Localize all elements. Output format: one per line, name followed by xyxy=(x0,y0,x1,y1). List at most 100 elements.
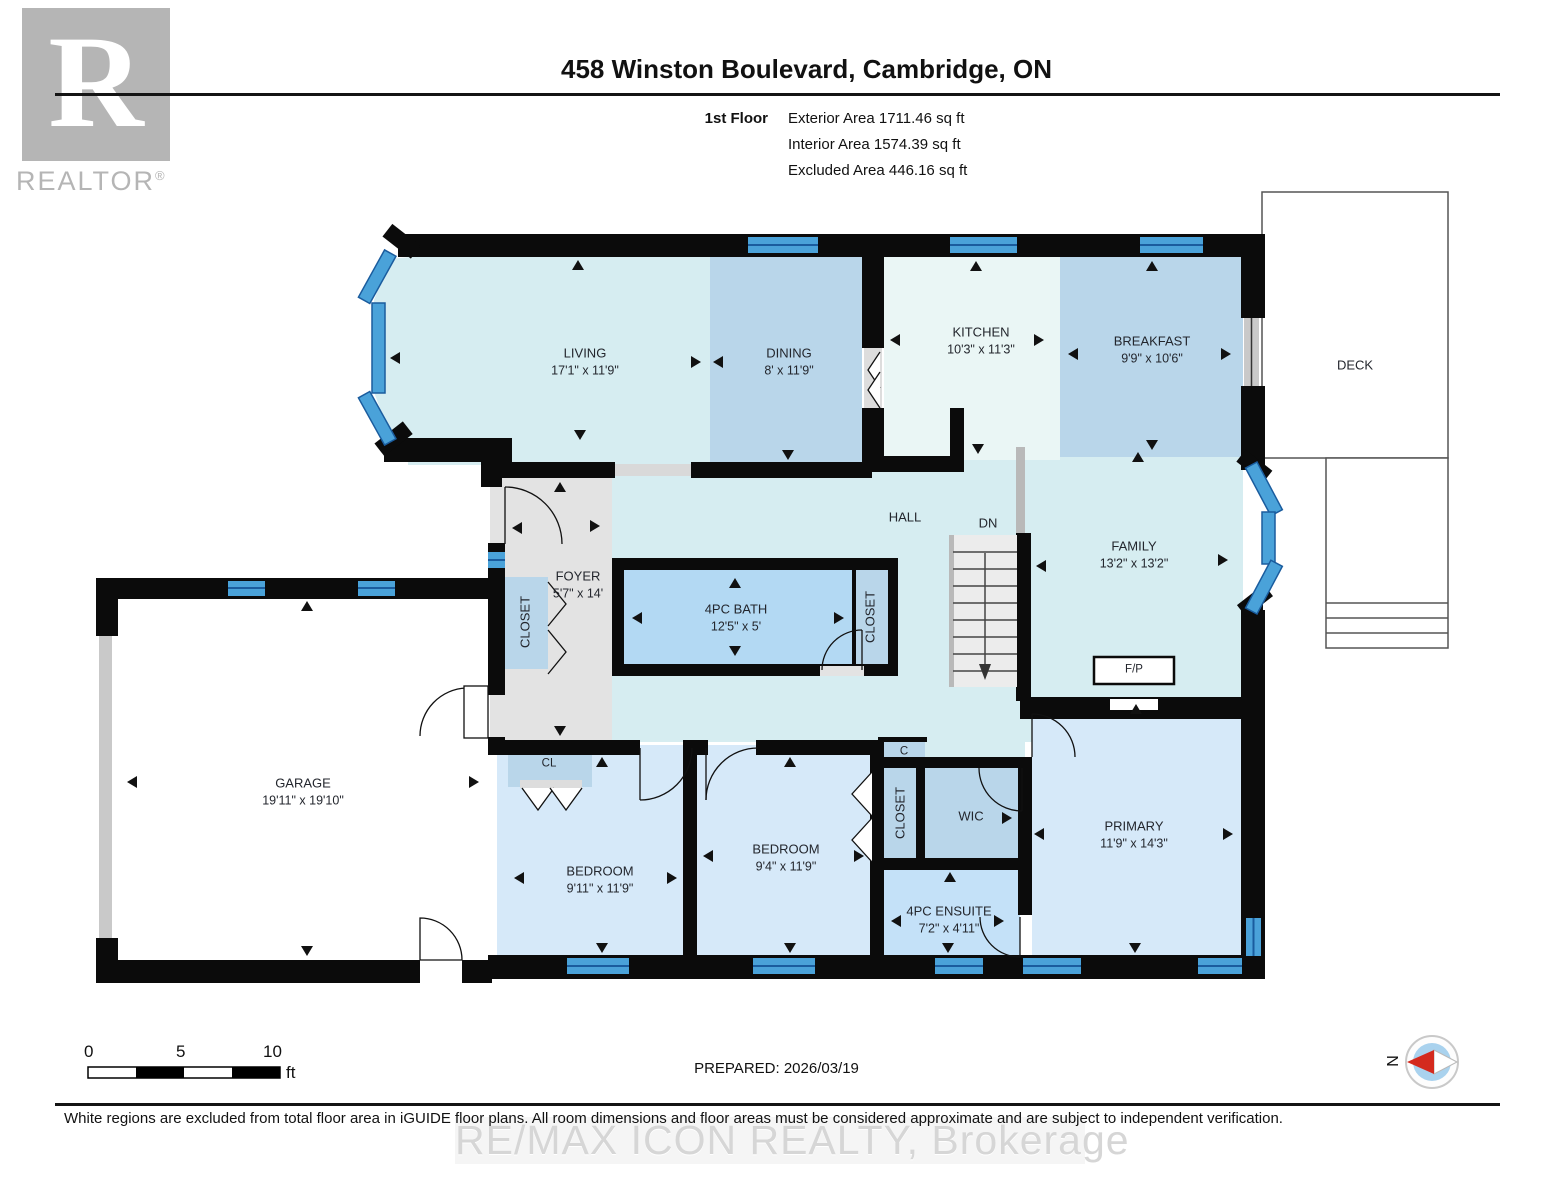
dimension-arrow xyxy=(972,444,984,454)
bay-window xyxy=(371,302,386,394)
room-label-c-closet: C xyxy=(899,745,909,758)
bifold-door xyxy=(521,787,555,812)
compass-north-needle xyxy=(1407,1050,1434,1074)
wall xyxy=(1241,234,1265,318)
room-fill-dining xyxy=(710,255,862,465)
bifold-door xyxy=(851,817,873,863)
wall xyxy=(462,960,492,983)
wall xyxy=(683,740,697,977)
dimension-arrow xyxy=(891,915,901,927)
footer-divider xyxy=(55,1103,1500,1106)
interior-area: Interior Area 1574.39 sq ft xyxy=(788,136,961,153)
room-label-wic: WIC xyxy=(958,808,984,824)
door-arc-primary xyxy=(1031,713,1076,758)
room-label-ensuite: 4PC ENSUITE 7'2" x 4'11" xyxy=(906,903,992,936)
bay-window xyxy=(357,248,397,305)
dimension-arrow xyxy=(1146,440,1158,450)
room-label-breakfast: BREAKFAST 9'9" x 10'6" xyxy=(1113,333,1191,366)
room-label-closet-bath: CLOSET xyxy=(862,590,878,644)
cl-door-strip xyxy=(520,780,582,788)
dimension-arrow xyxy=(596,943,608,953)
bath-door-gap xyxy=(820,666,864,676)
dimension-arrow xyxy=(554,726,566,736)
prepared-date: PREPARED: 2026/03/19 xyxy=(694,1060,859,1077)
wall xyxy=(1016,533,1031,701)
dimension-arrow xyxy=(784,757,796,767)
stair-railing xyxy=(1016,447,1025,533)
door-arc-bedroom1 xyxy=(639,747,693,801)
door-arc-wic xyxy=(978,767,1023,812)
window-lines xyxy=(228,244,1255,967)
room-label-living: LIVING 17'1" x 11'9" xyxy=(551,345,619,378)
dimension-arrow xyxy=(1218,554,1228,566)
room-fill-closet-bath xyxy=(856,570,888,664)
wall xyxy=(878,737,927,742)
wall xyxy=(1241,707,1265,957)
dimension-arrow xyxy=(1002,812,1012,824)
dimension-arrow xyxy=(469,776,479,788)
dimension-arrow xyxy=(590,520,600,532)
dimension-arrow xyxy=(512,522,522,534)
dimension-arrow xyxy=(703,850,713,862)
dimension-arrow xyxy=(970,261,982,271)
bay-window xyxy=(357,390,397,447)
deck-outline xyxy=(1261,191,1449,649)
scale-bar-segment xyxy=(136,1067,184,1078)
room-label-bedroom2: BEDROOM 9'4" x 11'9" xyxy=(752,841,820,874)
room-label-kitchen: KITCHEN 10'3" x 11'3" xyxy=(947,324,1015,357)
fireplace-label: F/P xyxy=(1125,663,1143,676)
room-fill-closet-foyer xyxy=(503,577,548,669)
room-label-garage: GARAGE 19'11" x 19'10" xyxy=(262,775,344,808)
dimension-arrow xyxy=(301,946,313,956)
down-arrow-icon xyxy=(979,664,991,680)
room-label-deck: DECK xyxy=(1336,357,1374,373)
dimension-arrow xyxy=(890,334,900,346)
dimension-arrow xyxy=(729,578,741,588)
dimension-arrow xyxy=(127,776,137,788)
room-label-hall: HALL xyxy=(888,509,922,525)
deck-upper xyxy=(1261,191,1449,459)
dimension-arrow xyxy=(834,612,844,624)
room-label-bedroom1: BEDROOM 9'11" x 11'9" xyxy=(566,863,634,896)
dimension-arrow xyxy=(1130,704,1142,714)
realtor-logo: R xyxy=(22,8,170,161)
dimension-arrow xyxy=(1034,334,1044,346)
wall xyxy=(398,234,1264,257)
dimension-arrow xyxy=(574,430,586,440)
room-label-cl: CL xyxy=(541,757,557,770)
room-label-foyer: FOYER 5'7" x 14' xyxy=(552,568,604,601)
dimension-arrow xyxy=(784,943,796,953)
room-label-primary: PRIMARY 11'9" x 14'3" xyxy=(1100,818,1168,851)
door-panel xyxy=(463,685,489,739)
dimension-arrow xyxy=(390,352,400,364)
dimension-arrow xyxy=(1034,828,1044,840)
dimension-arrow xyxy=(1129,943,1141,953)
fireplace-outline xyxy=(1092,655,1176,686)
bifold-door xyxy=(867,371,881,409)
dimension-arrow xyxy=(854,850,864,862)
dimension-arrow xyxy=(1223,828,1233,840)
wall xyxy=(96,960,420,983)
room-label-bath: 4PC BATH 12'5" x 5' xyxy=(704,601,768,634)
dimension-arrow xyxy=(691,356,701,368)
room-fill-kitchen xyxy=(884,257,1060,460)
bay-window xyxy=(1244,460,1284,517)
bifold-door xyxy=(549,787,583,812)
dimension-arrow xyxy=(942,943,954,953)
dimension-arrow xyxy=(994,915,1004,927)
room-fill-primary xyxy=(1032,715,1241,960)
wall xyxy=(878,858,1025,870)
wall xyxy=(862,234,884,348)
room-fill-closet-bedroom xyxy=(884,766,918,864)
dimension-arrow xyxy=(1036,560,1046,572)
header-divider xyxy=(55,93,1500,96)
dimension-arrow xyxy=(1132,452,1144,462)
scale-label-10: 10 xyxy=(263,1042,282,1061)
bifold-door xyxy=(851,771,873,817)
exterior-area: Exterior Area 1711.46 sq ft xyxy=(788,110,965,127)
dimension-arrow xyxy=(944,872,956,882)
floor-label: 1st Floor xyxy=(704,110,768,127)
wall xyxy=(382,223,421,259)
deck-lower xyxy=(1325,457,1449,649)
